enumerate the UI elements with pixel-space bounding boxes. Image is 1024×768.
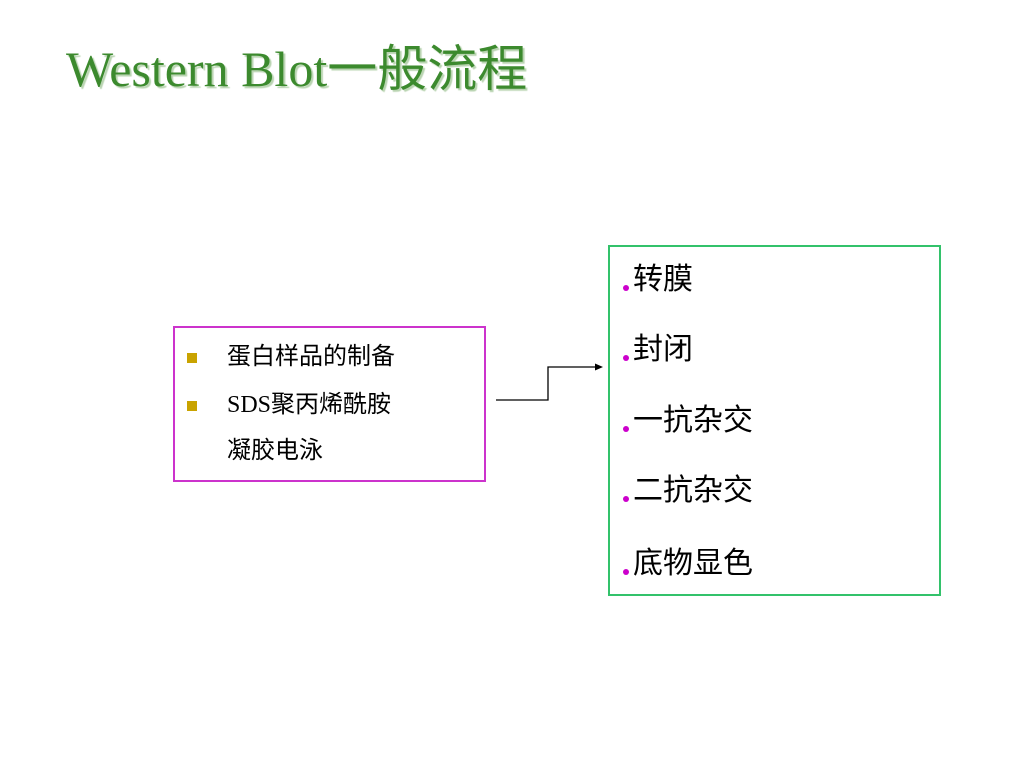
list-item-label-latin: SDS bbox=[227, 392, 272, 418]
process-step-label: 封闭 bbox=[633, 332, 693, 367]
process-step-label: 转膜 bbox=[633, 262, 693, 297]
dot-bullet-icon bbox=[623, 569, 629, 575]
list-item-label-line2: 凝胶电泳 bbox=[227, 436, 323, 464]
dot-bullet-icon bbox=[623, 426, 629, 432]
process-step-label: 一抗杂交 bbox=[633, 403, 753, 438]
process-steps-box: 转膜 封闭 一抗杂交 二抗杂交 底物显色 bbox=[608, 245, 941, 596]
dot-bullet-icon bbox=[623, 355, 629, 361]
process-step-label: 底物显色 bbox=[633, 546, 753, 581]
list-item-label-rest: 聚丙烯酰胺 bbox=[271, 390, 392, 418]
list-item-label: 蛋白样品的制备 bbox=[227, 342, 395, 370]
dot-bullet-icon bbox=[623, 496, 629, 502]
dot-bullet-icon bbox=[623, 285, 629, 291]
square-bullet-icon bbox=[187, 353, 197, 363]
sample-prep-box: 蛋白样品的制备 SDS聚丙烯酰胺 凝胶电泳 bbox=[173, 326, 486, 482]
square-bullet-icon bbox=[187, 401, 197, 411]
list-item-label: SDS聚丙烯酰胺 bbox=[227, 392, 391, 417]
process-step-label: 二抗杂交 bbox=[633, 473, 753, 508]
slide-title: Western Blot一般流程 bbox=[66, 41, 528, 97]
